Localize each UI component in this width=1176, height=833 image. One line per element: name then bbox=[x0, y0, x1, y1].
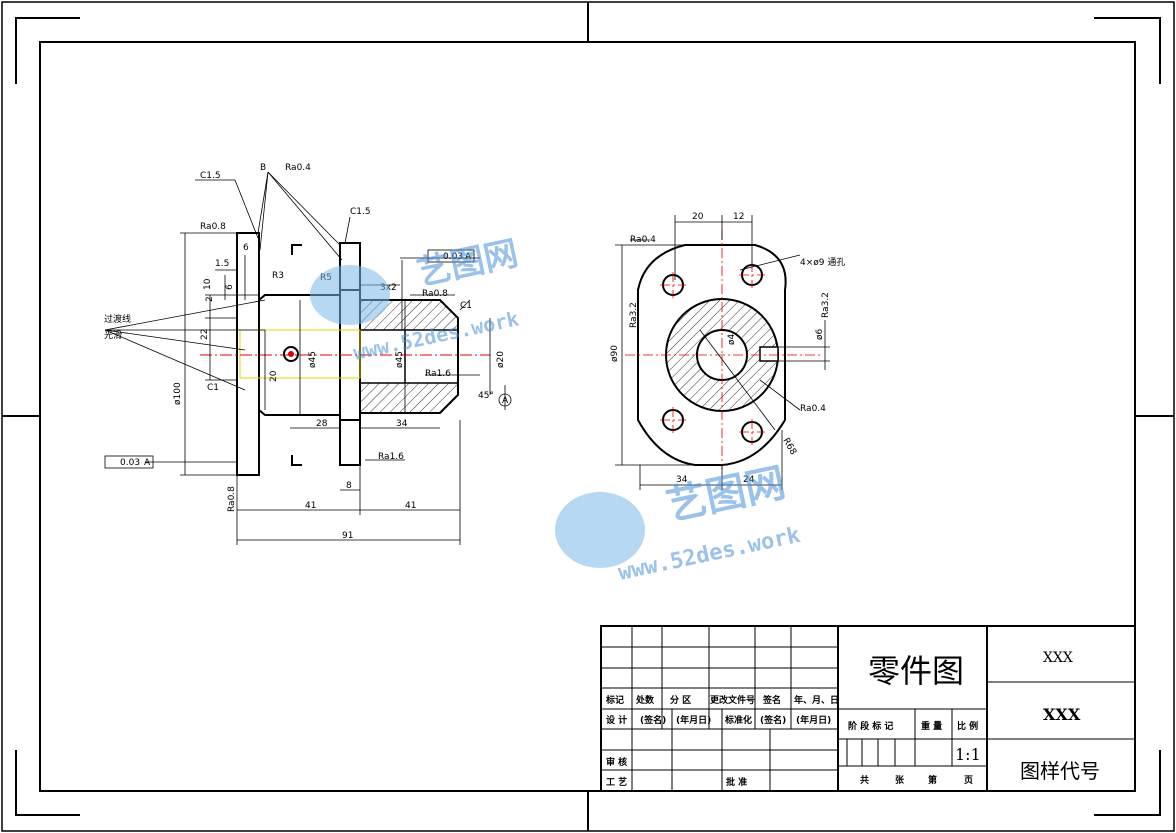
roughness-left-face: Ra0.8 bbox=[200, 222, 226, 232]
dim-10: 10 bbox=[203, 278, 213, 290]
tb-change-doc: 更改文件号 bbox=[710, 694, 755, 706]
tb-number: 第 bbox=[928, 774, 937, 786]
roughness-top: Ra0.4 bbox=[285, 163, 311, 173]
tb-standard: 标准化 bbox=[724, 714, 752, 726]
dim-91: 91 bbox=[342, 531, 353, 541]
tb-total: 共 bbox=[860, 774, 869, 786]
dim-2: 2 bbox=[205, 296, 215, 302]
side-view: Ra0.4 Ra3.2 Ra3.2 Ra0.4 4×ø9 通孔 20 12 ø9… bbox=[610, 212, 845, 490]
tb-stage-mark: 阶 段 标 记 bbox=[848, 720, 893, 732]
chamfer-right: C1.5 bbox=[350, 207, 371, 217]
chamfer-left: C1.5 bbox=[200, 171, 221, 181]
tb-sheet: 张 bbox=[895, 774, 905, 786]
side-roughness-right: Ra3.2 bbox=[821, 292, 831, 318]
side-note-line2: 光滑 bbox=[104, 329, 122, 341]
tb-weight: 重 量 bbox=[921, 720, 942, 732]
side-dim-dia90: ø90 bbox=[610, 345, 620, 362]
side-roughness-top: Ra0.4 bbox=[630, 235, 656, 245]
tb-count: 处数 bbox=[635, 694, 655, 706]
watermark-brand-2: 艺图网 bbox=[663, 460, 790, 530]
side-outline bbox=[637, 244, 787, 466]
angle-dim: 45° bbox=[478, 391, 494, 401]
tb-date: 年、月、日 bbox=[794, 694, 839, 706]
tb-zone: 分 区 bbox=[670, 694, 691, 706]
tb-sign-paren2: (签名) bbox=[760, 714, 786, 726]
tb-approve: 批 准 bbox=[726, 776, 747, 788]
geom-tol-left: 0.03 bbox=[120, 458, 140, 468]
side-dim-r68: R68 bbox=[780, 437, 798, 458]
tb-date-paren: (年月日) bbox=[676, 714, 711, 726]
side-hole-center bbox=[288, 351, 294, 357]
key-hole bbox=[759, 346, 779, 362]
watermark-brand-1: 艺图网 bbox=[414, 233, 522, 293]
dim-6b: 6 bbox=[225, 284, 235, 290]
chamfer-c1-right: C1 bbox=[460, 301, 472, 311]
chamfer-c1-left: C1 bbox=[207, 383, 219, 393]
dim-41a: 41 bbox=[305, 501, 316, 511]
tb-ratio: 比 例 bbox=[957, 720, 978, 732]
dim-dia20: ø20 bbox=[496, 351, 506, 368]
dim-34: 34 bbox=[396, 419, 408, 429]
title-block: 零件图 XXX XXX 图样代号 1:1 标记 处数 分 区 更改文件号 签名 … bbox=[600, 625, 1136, 792]
roughness-bottom-left: Ra0.8 bbox=[227, 486, 237, 512]
side-roughness-left: Ra3.2 bbox=[629, 302, 639, 328]
section-hatch-bottom bbox=[359, 382, 459, 414]
holes-note: 4×ø9 通孔 bbox=[800, 257, 845, 268]
geom-tol-top-ref: A bbox=[465, 252, 472, 262]
dim-dia100: ø100 bbox=[173, 382, 183, 405]
tb-page: 页 bbox=[964, 775, 973, 786]
dim-1-5: 1.5 bbox=[215, 259, 229, 269]
tb-process: 工 艺 bbox=[606, 776, 627, 788]
side-dim-dia4: ø4 bbox=[727, 333, 737, 345]
dim-8: 8 bbox=[346, 481, 352, 491]
front-view: B Ra0.4 C1.5 C1.5 Ra0.8 Ra0.8 Ra1.6 Ra1.… bbox=[104, 163, 512, 545]
datum-a-symbol: A bbox=[502, 396, 509, 406]
part-name: 零件图 bbox=[868, 652, 964, 690]
geom-tol-top: 0.03 bbox=[443, 252, 463, 262]
roughness-inner: Ra1.6 bbox=[425, 369, 451, 379]
scale-value: 1:1 bbox=[955, 745, 981, 764]
geom-tol-left-ref: A bbox=[144, 458, 151, 468]
tb-design: 设 计 bbox=[606, 714, 627, 726]
drawing-number: 图样代号 bbox=[1020, 759, 1100, 783]
side-note-line1: 过渡线 bbox=[104, 313, 131, 325]
dim-6: 6 bbox=[243, 243, 249, 253]
tb-date-paren2: (年月日) bbox=[796, 714, 831, 726]
dim-28: 28 bbox=[316, 419, 328, 429]
side-dim-20: 20 bbox=[692, 212, 704, 222]
datum-b-label: B bbox=[260, 163, 266, 173]
roughness-bottom-flange: Ra1.6 bbox=[378, 452, 404, 462]
side-dim-34: 34 bbox=[676, 475, 688, 485]
radius-r3: R3 bbox=[272, 271, 284, 281]
tb-sign-paren: (签名) bbox=[640, 714, 666, 726]
material: XXX bbox=[1043, 705, 1081, 724]
side-hole bbox=[283, 346, 299, 362]
dim-dia45b: ø45 bbox=[395, 351, 405, 368]
tb-sign: 签名 bbox=[762, 694, 781, 706]
dim-22: 22 bbox=[200, 329, 210, 340]
side-roughness-bottom: Ra0.4 bbox=[800, 404, 826, 414]
tb-mark: 标记 bbox=[605, 694, 624, 706]
dim-dia45a: ø45 bbox=[308, 351, 318, 368]
side-dim-12: 12 bbox=[733, 212, 744, 222]
side-dim-dia6: ø6 bbox=[815, 328, 825, 340]
dim-41b: 41 bbox=[405, 501, 416, 511]
company-name: XXX bbox=[1043, 650, 1073, 666]
sheet-inner-frame bbox=[39, 41, 1136, 792]
side-dim-24: 24 bbox=[743, 475, 755, 485]
dim-20: 20 bbox=[269, 370, 279, 382]
tb-review: 审 核 bbox=[606, 756, 627, 768]
roughness-right-bore: Ra0.8 bbox=[422, 289, 448, 299]
